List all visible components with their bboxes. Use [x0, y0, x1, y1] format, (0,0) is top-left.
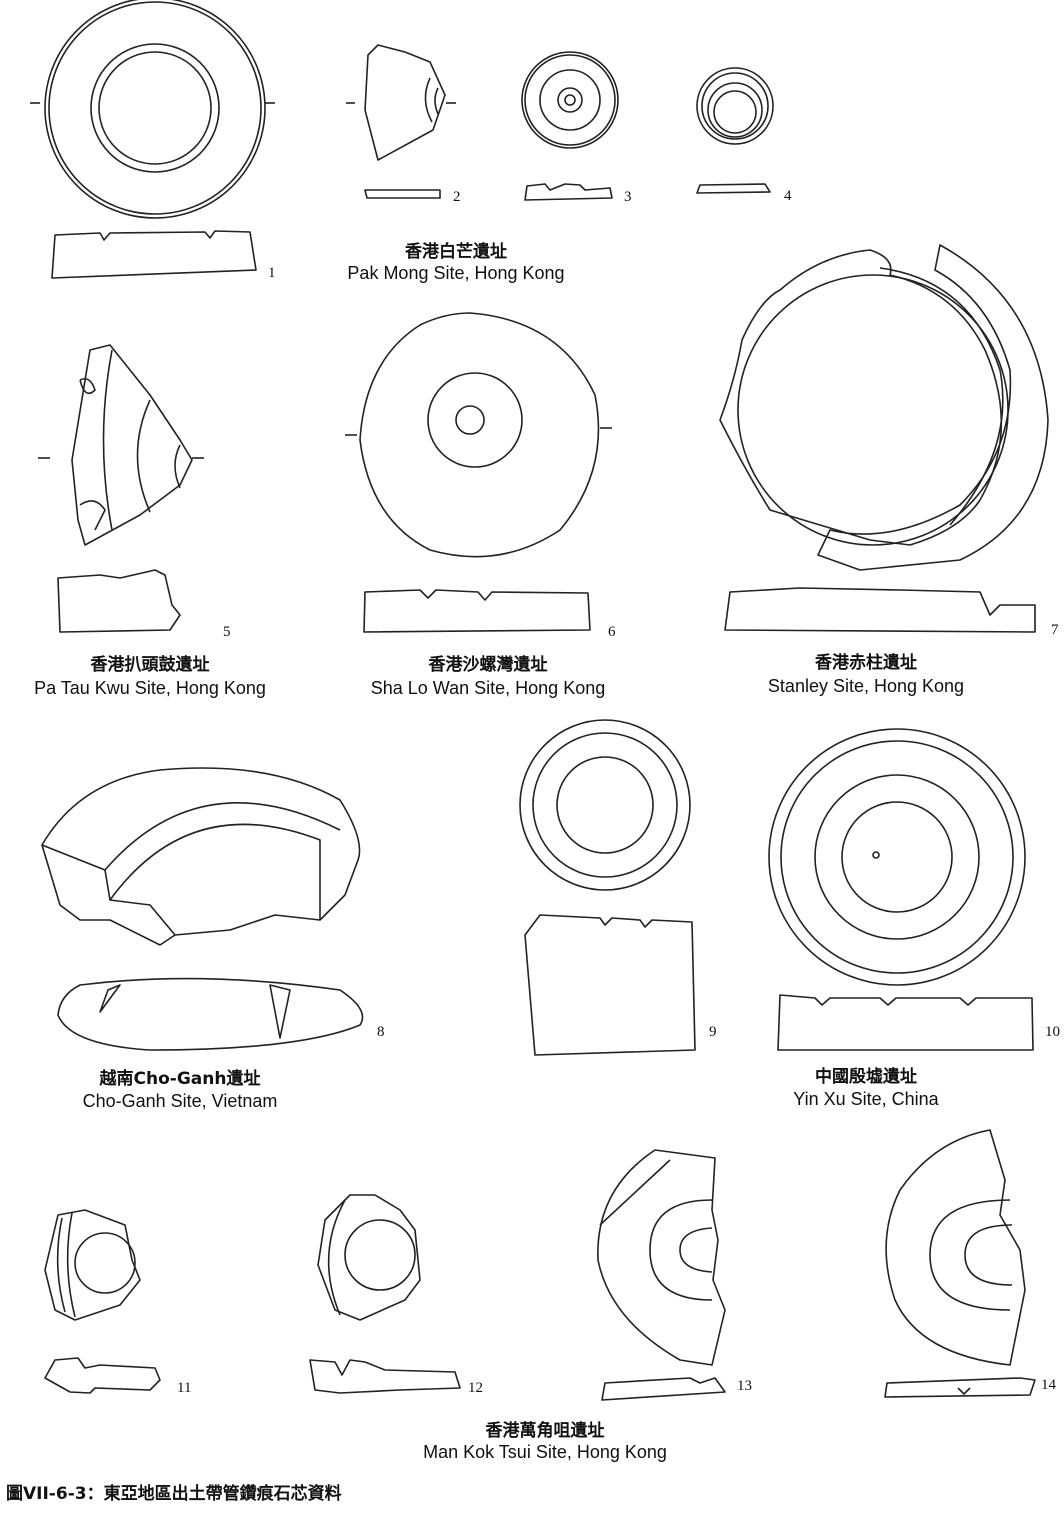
specimen-8-drawing — [41, 767, 364, 1051]
site-label-zh: 香港沙螺灣遺址 — [429, 654, 548, 675]
specimen-14-drawing — [884, 1129, 1036, 1398]
specimen-number: 4 — [784, 188, 792, 204]
specimen-number: 7 — [1051, 622, 1059, 638]
specimen-7-drawing — [719, 244, 1049, 633]
site-label-en: Pak Mong Site, Hong Kong — [347, 263, 564, 283]
specimen-number: 1 — [268, 265, 276, 281]
specimen-number: 6 — [608, 624, 616, 640]
specimen-number: 9 — [709, 1024, 717, 1040]
specimen-4-drawing — [696, 67, 774, 194]
specimen-2-drawing — [346, 44, 456, 199]
site-label-zh: 香港扒頭鼓遺址 — [91, 654, 210, 675]
site-label-en: Sha Lo Wan Site, Hong Kong — [371, 678, 605, 698]
specimen-number: 8 — [377, 1024, 385, 1040]
specimen-number: 5 — [223, 624, 231, 640]
specimen-1-drawing — [30, 0, 275, 279]
specimen-number: 3 — [624, 189, 632, 205]
specimen-number: 13 — [737, 1378, 752, 1394]
site-label-zh: 香港萬角咀遺址 — [486, 1420, 605, 1441]
specimen-number: 10 — [1045, 1024, 1060, 1040]
specimen-3-drawing — [521, 51, 619, 201]
specimen-11-drawing — [44, 1209, 161, 1394]
specimen-10-drawing — [768, 728, 1034, 1051]
specimen-6-drawing — [345, 312, 612, 633]
figure-caption: 圖VII-6-3：東亞地區出土帶管鑽痕石芯資料 — [6, 1483, 342, 1504]
site-label-zh: 香港赤柱遺址 — [815, 652, 917, 673]
specimen-number: 2 — [453, 189, 461, 205]
site-label-en: Cho-Ganh Site, Vietnam — [83, 1091, 278, 1111]
site-label-en: Man Kok Tsui Site, Hong Kong — [423, 1442, 667, 1462]
specimen-number: 12 — [468, 1380, 483, 1396]
specimen-5-drawing — [38, 344, 204, 633]
site-label-zh: 越南Cho-Ganh遺址 — [99, 1068, 261, 1089]
site-label-en: Yin Xu Site, China — [793, 1089, 939, 1109]
specimen-9-drawing — [519, 719, 696, 1056]
specimen-number: 11 — [177, 1380, 191, 1396]
specimen-13-drawing — [597, 1149, 726, 1401]
site-label-en: Stanley Site, Hong Kong — [768, 676, 964, 696]
specimen-12-drawing — [309, 1194, 461, 1394]
site-label-en: Pa Tau Kwu Site, Hong Kong — [34, 678, 266, 698]
site-label-zh: 中國殷墟遺址 — [815, 1066, 917, 1087]
site-label-zh: 香港白芒遺址 — [405, 241, 507, 262]
specimen-number: 14 — [1041, 1377, 1057, 1393]
